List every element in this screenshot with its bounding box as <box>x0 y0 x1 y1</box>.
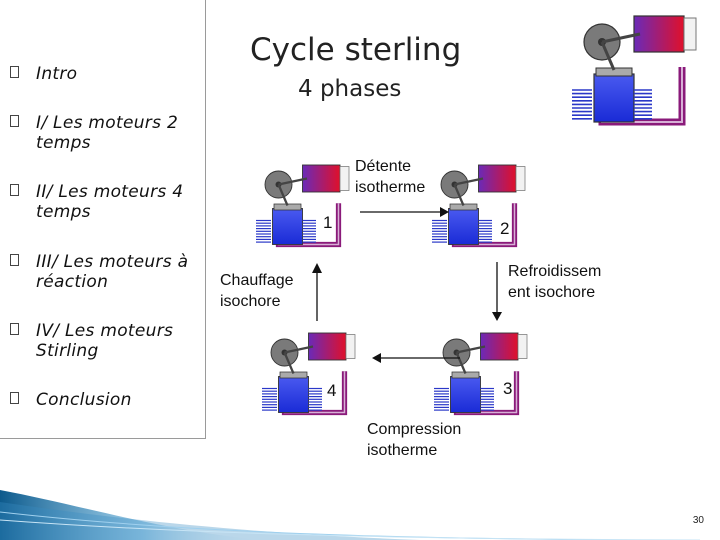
bullet-icon <box>10 323 19 335</box>
phase-number-2: 2 <box>500 219 510 238</box>
bullet-icon <box>10 66 19 78</box>
slide-subtitle: 4 phases <box>298 76 402 102</box>
stirling-engine-phase-1-image <box>256 162 354 260</box>
stirling-engine-phase-4-image <box>262 330 360 428</box>
slide-title: Cycle sterling <box>250 32 462 68</box>
phase-number-3: 3 <box>503 379 513 398</box>
stirling-engine-large-image <box>572 12 702 141</box>
label-compression: Compression isotherme <box>367 421 462 459</box>
phase-number-1: 1 <box>323 213 333 232</box>
label-detente: Détente isotherme <box>355 158 426 196</box>
nav-item-label: Conclusion <box>36 390 132 410</box>
bullet-icon <box>10 254 19 266</box>
bullet-icon <box>10 184 19 196</box>
label-chauffage: Chauffage isochore <box>220 272 294 310</box>
nav-item-label: Intro <box>36 64 78 84</box>
decorative-swoosh <box>0 490 701 540</box>
arrow-left-icon <box>372 353 460 363</box>
label-refroidissement: Refroidissem ent isochore <box>508 263 602 301</box>
arrow-down-icon <box>492 262 502 321</box>
nav-item-label: I/ Les moteurs 2 temps <box>36 113 179 153</box>
phase-number-4: 4 <box>327 381 337 400</box>
nav-item-label: IV/ Les moteurs Stirling <box>36 321 174 361</box>
stirling-engine-phase-2-image <box>432 162 530 260</box>
bullet-icon <box>10 392 19 404</box>
sidebar-nav: Intro I/ Les moteurs 2 temps II/ Les mot… <box>0 0 206 439</box>
nav-item-label: II/ Les moteurs 4 temps <box>36 182 184 222</box>
arrow-up-icon <box>312 263 322 321</box>
arrow-right-icon <box>360 207 449 217</box>
stirling-engine-phase-3-image <box>434 330 532 428</box>
page-number: 30 <box>692 515 704 526</box>
nav-item-label: III/ Les moteurs à réaction <box>36 252 189 292</box>
bullet-icon <box>10 115 19 127</box>
